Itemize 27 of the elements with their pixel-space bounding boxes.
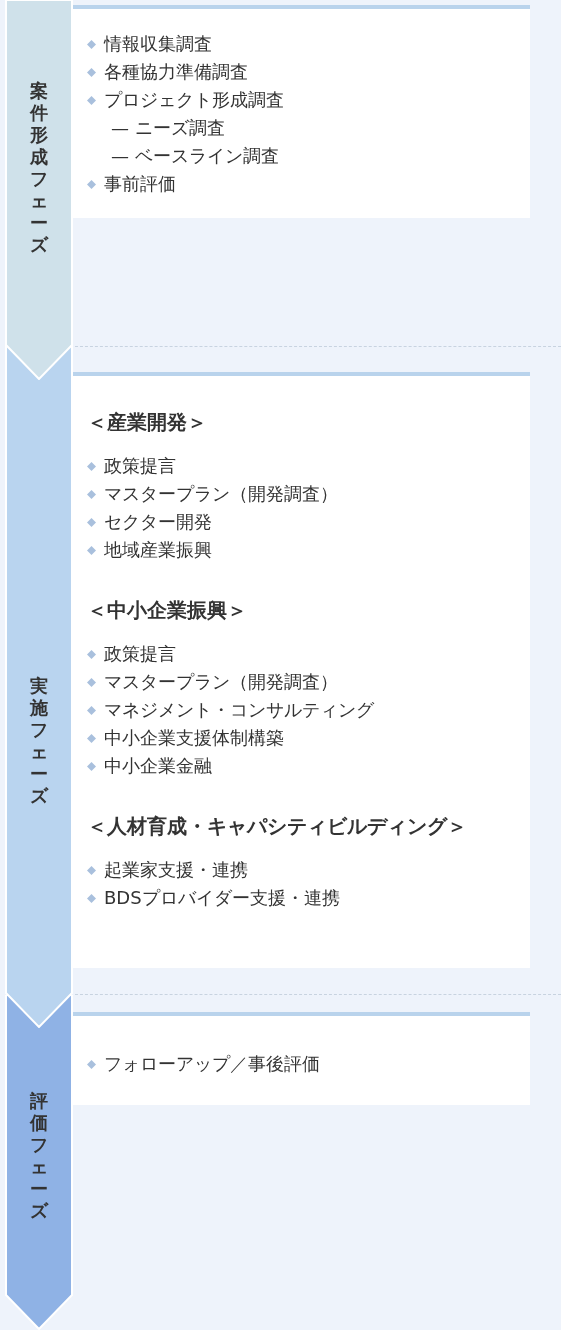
section-heading: ＜中小企業振興＞: [87, 596, 247, 624]
sub-list-item: — ベースライン調査: [111, 144, 279, 168]
section-heading: ＜人材育成・キャパシティビルディング＞: [87, 812, 467, 840]
list-item: 中小企業金融: [104, 754, 212, 778]
list-item: セクター開発: [104, 510, 212, 534]
list-item: 地域産業振興: [104, 538, 212, 562]
phase-label: 実施フェーズ: [29, 675, 49, 807]
list-item: マスタープラン（開発調査）: [104, 482, 338, 506]
list-item: マスタープラン（開発調査）: [104, 670, 338, 694]
content-panel: [73, 1012, 530, 1105]
phase-label: 評価フェーズ: [29, 1090, 49, 1222]
list-item: BDSプロバイダー支援・連携: [104, 886, 340, 910]
list-item: プロジェクト形成調査: [104, 88, 284, 112]
content-panel: [73, 372, 530, 968]
list-item: 事前評価: [104, 172, 176, 196]
list-item: 起業家支援・連携: [104, 858, 248, 882]
list-item: 各種協力準備調査: [104, 60, 248, 84]
list-item: 情報収集調査: [104, 32, 212, 56]
list-item: マネジメント・コンサルティング: [104, 698, 374, 722]
section-heading: ＜産業開発＞: [87, 408, 207, 436]
list-item: 政策提言: [104, 454, 176, 478]
phase-label: 案件形成フェーズ: [29, 80, 49, 256]
content-panel: [73, 5, 530, 218]
list-item: 政策提言: [104, 642, 176, 666]
list-item: 中小企業支援体制構築: [104, 726, 284, 750]
sub-list-item: — ニーズ調査: [111, 116, 225, 140]
list-item: フォローアップ／事後評価: [104, 1052, 320, 1076]
